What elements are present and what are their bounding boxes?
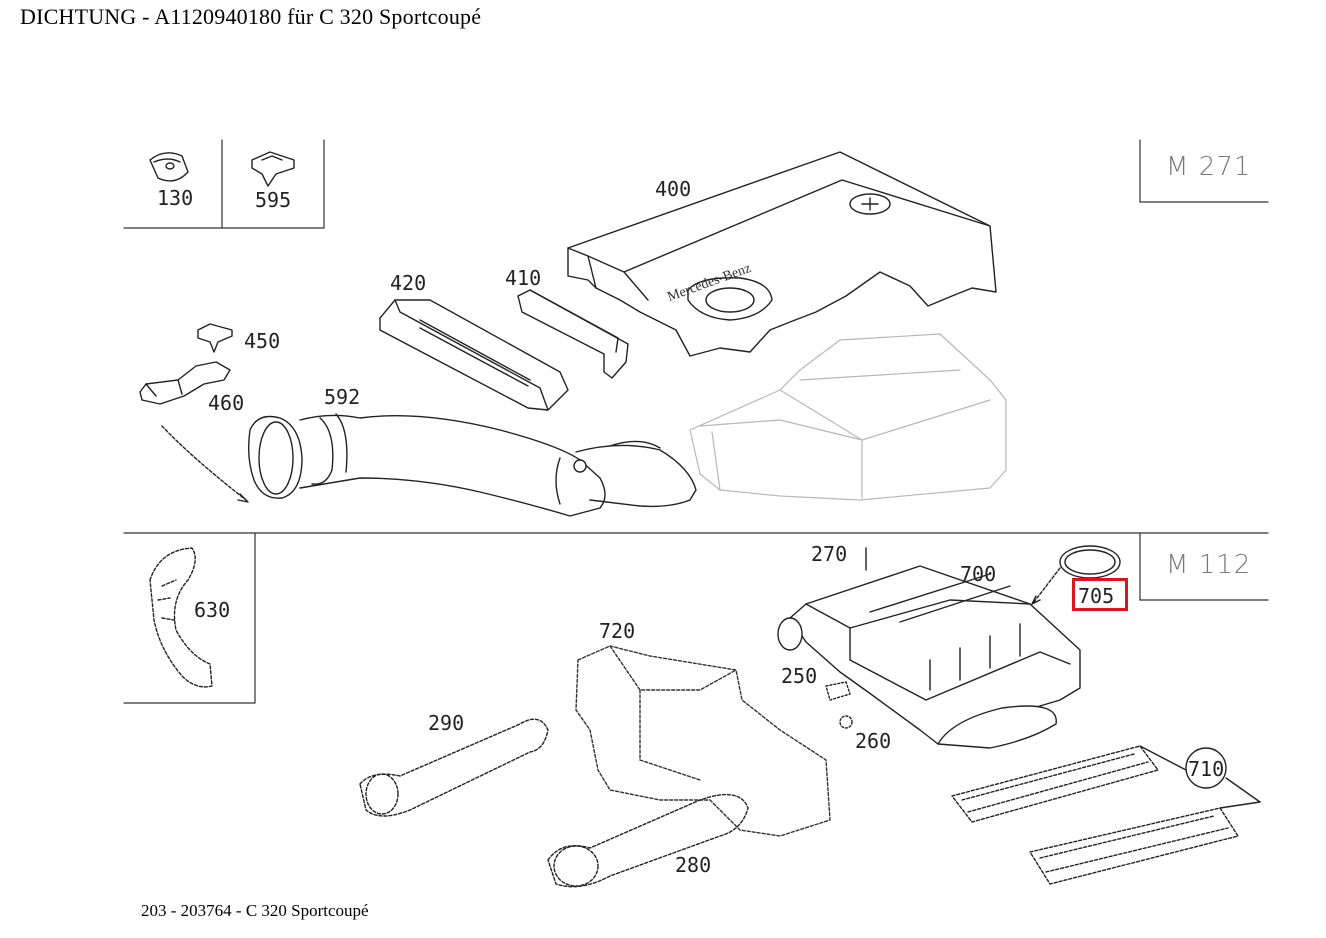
faded-air-housing — [689, 333, 1007, 501]
part-410-seal — [517, 289, 629, 379]
part-label-595[interactable]: 595 — [255, 188, 292, 212]
part-400-engine-cover: Mercedes-Benz — [567, 151, 997, 357]
part-label-260[interactable]: 260 — [855, 729, 892, 753]
engine-label-m271: M 271 — [1166, 152, 1252, 182]
part-630-hose — [149, 547, 213, 688]
part-label-420[interactable]: 420 — [390, 271, 427, 295]
highlight-box-705 — [1072, 578, 1128, 611]
part-420-strip — [379, 299, 569, 411]
part-label-720[interactable]: 720 — [599, 619, 636, 643]
part-label-280[interactable]: 280 — [675, 853, 712, 877]
part-592-intake-duct — [247, 413, 697, 517]
part-700-air-filter-box — [777, 565, 1081, 749]
engine-label-m112: M 112 — [1166, 550, 1252, 580]
footer-model-info: 203 - 203764 - C 320 Sportcoupé — [141, 901, 369, 920]
part-710-leader — [1139, 745, 1261, 809]
part-label-705[interactable]: 705 — [1078, 584, 1115, 608]
part-label-400[interactable]: 400 — [655, 177, 692, 201]
part-label-450[interactable]: 450 — [244, 329, 281, 353]
part-label-710[interactable]: 710 — [1188, 757, 1225, 781]
part-720-housing — [575, 645, 831, 837]
part-280-duct — [547, 793, 749, 888]
part-595-clip — [251, 151, 295, 187]
part-label-290[interactable]: 290 — [428, 711, 465, 735]
part-450-clip — [197, 323, 233, 353]
frame-lines — [123, 139, 1269, 704]
page-title: DICHTUNG - A1120940180 für C 320 Sportco… — [20, 4, 482, 29]
part-260-grommet — [839, 715, 853, 729]
part-label-270[interactable]: 270 — [811, 542, 848, 566]
part-460-bracket — [139, 361, 231, 405]
part-label-410[interactable]: 410 — [505, 266, 542, 290]
part-label-700[interactable]: 700 — [960, 562, 997, 586]
part-130-clip — [149, 152, 189, 182]
part-label-130[interactable]: 130 — [157, 186, 194, 210]
part-290-duct — [359, 718, 549, 817]
part-label-250[interactable]: 250 — [781, 664, 818, 688]
part-705-seal-ring — [1031, 545, 1121, 605]
part-label-460[interactable]: 460 — [208, 391, 245, 415]
part-label-592[interactable]: 592 — [324, 385, 361, 409]
part-250-clips — [825, 681, 851, 701]
cable-tie — [161, 425, 247, 501]
part-label-630[interactable]: 630 — [194, 598, 231, 622]
part-710-filter-elements — [951, 745, 1239, 885]
